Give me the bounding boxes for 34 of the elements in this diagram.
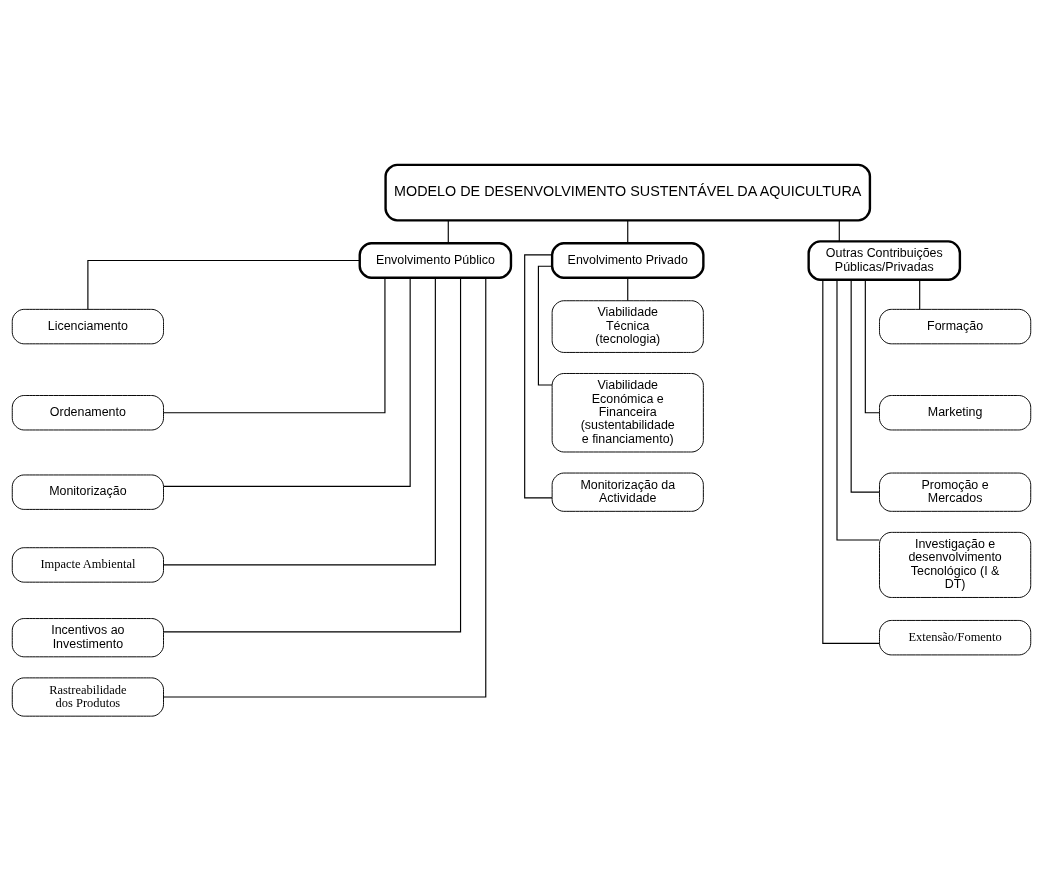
connector (163, 277, 386, 414)
node-box: Monitorização da Actividade (551, 472, 704, 512)
connector (919, 279, 921, 310)
node-box: Extensão/Fomento (879, 619, 1032, 656)
connector (163, 277, 436, 566)
node-box: Ordenamento (11, 395, 164, 431)
connector (163, 277, 411, 488)
connector (864, 279, 880, 414)
node-box: Incentivos ao Investimento (11, 618, 164, 658)
node-box: Envolvimento Público (358, 242, 513, 279)
node-box: Formação (879, 308, 1032, 345)
node-box: Marketing (879, 395, 1032, 431)
node-box: Monitorização (11, 474, 164, 510)
node-box: Outras Contribuições Públicas/Privadas (807, 240, 962, 281)
connector (87, 259, 361, 310)
connector (627, 220, 629, 244)
node-box: Viabilidade Económica e Financeira (sustentabilidade e financiamento) (551, 373, 704, 453)
connector (836, 279, 880, 541)
connector (447, 220, 449, 244)
node-box: Envolvimento Privado (550, 242, 705, 279)
node-box: MODELO DE DESENVOLVIMENTO SUSTENTÁVEL DA AQUICULTURA (384, 163, 872, 222)
node-box: Viabilidade Técnica (tecnologia) (551, 300, 704, 353)
node-box: Rastreabilidade dos Produtos (11, 677, 164, 717)
node-box: Impacte Ambiental (11, 547, 164, 583)
node-box: Promoção e Mercados (879, 472, 1032, 512)
node-box: Investigação e desenvolvimento Tecnológico (I & DT) (879, 531, 1032, 598)
connector (822, 279, 880, 644)
connector (163, 277, 487, 698)
connector (163, 277, 462, 633)
node-box: Licenciamento (11, 308, 164, 345)
connector (627, 277, 629, 302)
connector (850, 279, 880, 493)
connector (524, 254, 553, 499)
connector (838, 220, 840, 242)
